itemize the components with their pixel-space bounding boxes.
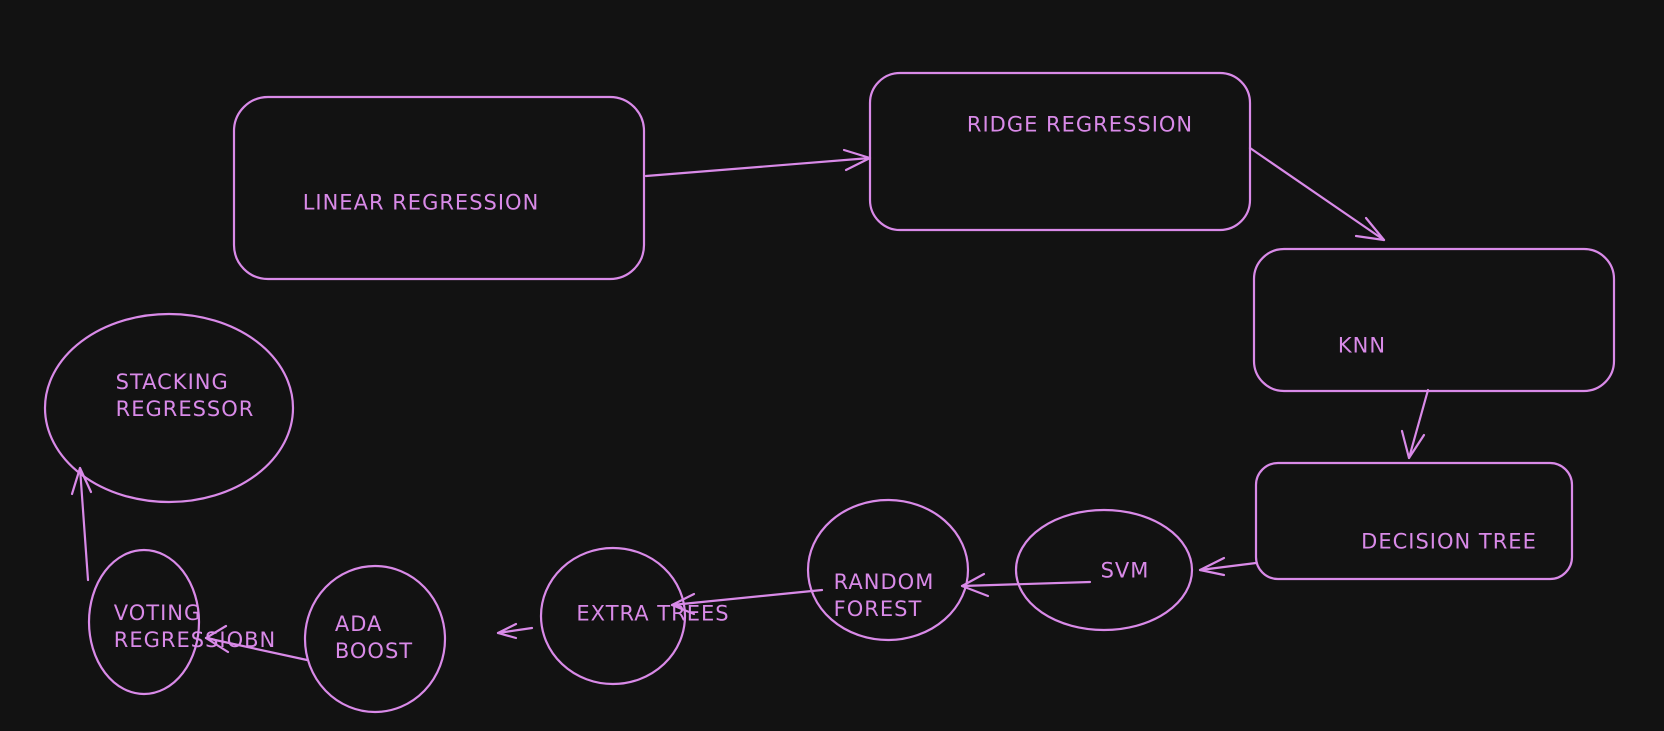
edge-linear-to-ridge: [644, 148, 872, 178]
edge-ada-boost-to-voting-regression: [204, 624, 309, 662]
edge-random-forest-to-extra-trees: [670, 588, 824, 616]
node-shape-knn[interactable]: [1252, 247, 1616, 393]
node-shape-linear-regression[interactable]: [232, 95, 646, 281]
node-shape-ada-boost[interactable]: [303, 564, 447, 714]
node-label-stacking-regressor: STACKING REGRESSOR: [115, 370, 255, 421]
edge-decision-tree-to-svm: [1198, 556, 1258, 577]
node-label-svm: SVM: [1100, 558, 1150, 583]
node-label-ada-boost: ADA BOOST: [334, 612, 414, 663]
node-label-knn: KNN: [1337, 333, 1387, 358]
node-label-random-forest: RANDOM FOREST: [833, 570, 935, 621]
node-label-voting-regression: VOTING REGRESSIOBN: [113, 601, 277, 652]
edge-voting-to-stacking: [70, 466, 93, 582]
node-label-linear-regression: LINEAR REGRESSION: [302, 190, 540, 215]
node-shape-extra-trees[interactable]: [539, 546, 687, 686]
node-label-extra-trees: EXTRA TREES: [576, 601, 730, 626]
node-label-ridge-regression: RIDGE REGRESSION: [966, 112, 1194, 137]
node-label-decision-tree: DECISION TREE: [1361, 529, 1537, 554]
node-shape-svm[interactable]: [1014, 508, 1194, 632]
node-shape-stacking-regressor[interactable]: [43, 312, 295, 504]
edge-knn-to-decision-tree: [1400, 388, 1430, 460]
edge-ridge-to-knn: [1248, 146, 1386, 242]
node-shape-random-forest[interactable]: [806, 498, 970, 642]
node-shape-voting-regression[interactable]: [87, 548, 201, 696]
edge-extra-trees-to-ada-boost: [496, 622, 534, 640]
node-shape-ridge-regression[interactable]: [868, 71, 1252, 232]
edge-svm-to-random-forest: [960, 572, 1092, 598]
node-shape-decision-tree[interactable]: [1254, 461, 1574, 581]
